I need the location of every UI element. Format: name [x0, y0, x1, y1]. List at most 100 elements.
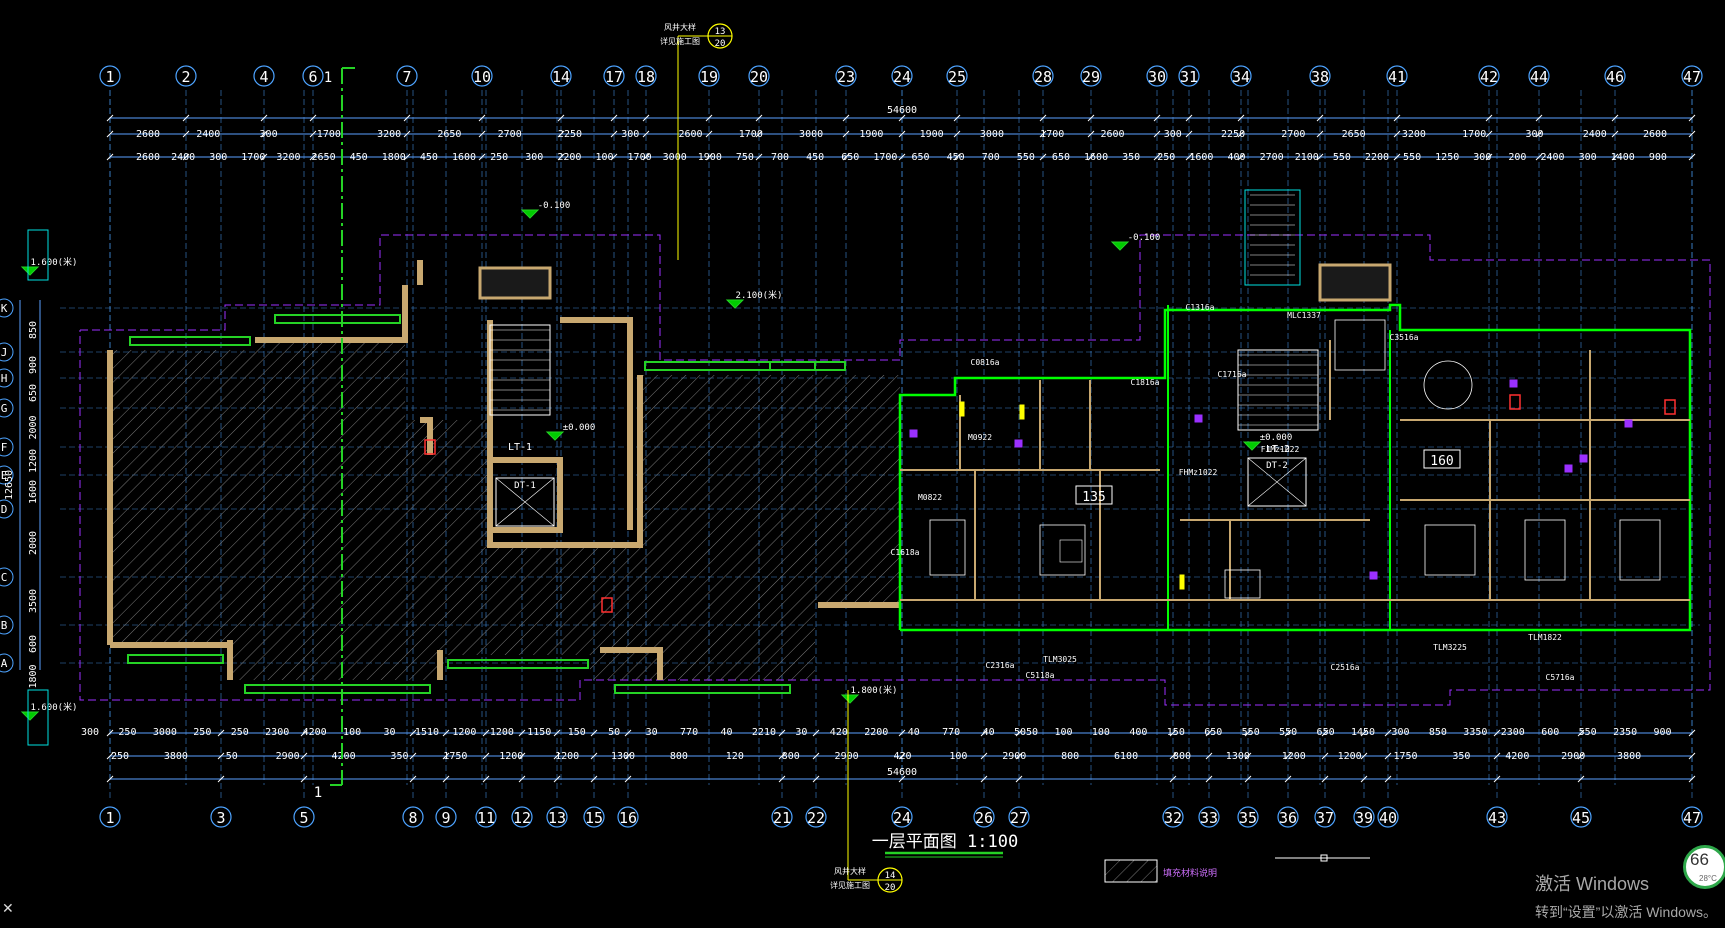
- axis-bubble-bottom-12: [511, 806, 533, 828]
- axis-bubble-bottom-35: [1237, 806, 1259, 828]
- tick-bottom-1-19: [1321, 729, 1329, 737]
- dim-top-row2-30: 1600: [1189, 152, 1213, 163]
- dim-top-row1-15: 1700: [1040, 129, 1064, 140]
- fixture-mark-5: [1564, 464, 1573, 473]
- dim-bottom-row2-10: 800: [670, 751, 688, 762]
- dim-left-4: 1200: [28, 449, 39, 473]
- axis-label-bottom-22: 22: [807, 809, 825, 827]
- axis-label-bottom-12: 12: [513, 809, 531, 827]
- axis-bubble-top-34: [1230, 65, 1252, 87]
- tick-bottom-2-6: [518, 752, 526, 760]
- tick-top-overall-6: [557, 114, 565, 122]
- dim-top-row2-8: 450: [420, 152, 438, 163]
- dim-bottom-row1-2: 3000: [153, 727, 177, 738]
- axis-bubble-bottom-33: [1198, 806, 1220, 828]
- dim-top-row1-18: 2250: [1221, 129, 1245, 140]
- tick-bottom-overall-2: [300, 775, 308, 783]
- dim-top-row1-23: 300: [1525, 129, 1543, 140]
- dim-bottom-row2-27: 3800: [1617, 751, 1641, 762]
- dim-top-row1-11: 3000: [799, 129, 823, 140]
- window-strip-5: [127, 654, 224, 664]
- kitchen-1: [1334, 319, 1386, 371]
- tick-bottom-1-17: [1244, 729, 1252, 737]
- dim-top-row1-6: 2700: [498, 129, 522, 140]
- dim-bottom-row2-19: 800: [1173, 751, 1191, 762]
- tick-bottom-1-23: [1577, 729, 1585, 737]
- tick-top-overall-5: [478, 114, 486, 122]
- axis-label-bottom-40: 40: [1379, 809, 1397, 827]
- tick-bottom-overall-0: [106, 775, 114, 783]
- dim-bottom-row1-23: 770: [942, 727, 960, 738]
- fixture-mark-7: [1624, 419, 1633, 428]
- dim-top-row1-3: 1700: [317, 129, 341, 140]
- axis-label-bottom-1: 1: [105, 809, 114, 827]
- dim-top-row2-14: 1700: [628, 152, 652, 163]
- axis-bubble-bottom-15: [583, 806, 605, 828]
- room-number-135-box: [1075, 485, 1113, 505]
- door-window-label-5: C3516a: [1390, 333, 1419, 342]
- dim-top-row2-2: 300: [209, 152, 227, 163]
- dim-bottom-row1-21: 2200: [864, 727, 888, 738]
- tick-top-2-1: [182, 153, 190, 161]
- axis-label-bottom-8: 8: [408, 809, 417, 827]
- tick-top-1-23: [1611, 130, 1619, 138]
- dim-top-row2-33: 2100: [1295, 152, 1319, 163]
- dim-top-row2-7: 1800: [382, 152, 406, 163]
- axis-label-bottom-16: 16: [619, 809, 637, 827]
- dim-left-7: 3500: [28, 589, 39, 613]
- tick-bottom-2-3: [409, 752, 417, 760]
- dim-bottom-row1-31: 550: [1242, 727, 1260, 738]
- dim-top-row2-1: 2400: [171, 152, 195, 163]
- axis-bubble-top-41: [1386, 65, 1408, 87]
- tick-bottom-2-24: [1688, 752, 1696, 760]
- elevator-dt1: [495, 477, 555, 527]
- dim-top-row1-24: 2400: [1583, 129, 1607, 140]
- door-window-label-7: C2316a: [986, 661, 1015, 670]
- tick-bottom-1-1: [217, 729, 225, 737]
- sofa-1: [1039, 524, 1086, 576]
- dim-bottom-row2-23: 1750: [1393, 751, 1417, 762]
- dim-bottom-row2-9: 1300: [611, 751, 635, 762]
- tick-top-1-16: [1153, 130, 1161, 138]
- tick-top-2-4: [403, 153, 411, 161]
- tick-bottom-1-5: [482, 729, 490, 737]
- callout-top-num: 13: [715, 27, 726, 37]
- axis-label-left-E: E: [1, 469, 8, 482]
- dim-top-row1-25: 2600: [1643, 129, 1667, 140]
- elevation-label-3: ±0.000: [1260, 433, 1293, 443]
- tick-top-2-6: [557, 153, 565, 161]
- dim-overall-top-value: 54600: [887, 105, 917, 116]
- dim-bottom-row2-20: 1300: [1226, 751, 1250, 762]
- dim-top-row2-29: 250: [1157, 152, 1175, 163]
- dim-top-row1-13: 1900: [920, 129, 944, 140]
- dim-bottom-row2-16: 2900: [1002, 751, 1026, 762]
- tick-bottom-2-8: [590, 752, 598, 760]
- dim-top-row2-31: 400: [1227, 152, 1245, 163]
- door-window-label-4: C1716a: [1218, 370, 1247, 379]
- eaves-outline: [79, 234, 1711, 706]
- dim-bottom-row2-2: 50: [226, 751, 238, 762]
- dim-left-2: 650: [28, 384, 39, 402]
- tick-bottom-overall-17: [1244, 775, 1252, 783]
- dim-top-row1-10: 1700: [739, 129, 763, 140]
- door-window-label-3: C1816a: [1131, 378, 1160, 387]
- tick-top-overall-19: [1316, 114, 1324, 122]
- dim-top-row2-42: 1400: [1611, 152, 1635, 163]
- tick-bottom-2-5: [482, 752, 490, 760]
- dim-bottom-row2-7: 1200: [499, 751, 523, 762]
- performance-gauge[interactable]: 66 28°C: [1683, 845, 1725, 889]
- elevator-dt2: [1247, 457, 1307, 507]
- axis-label-top-10: 10: [473, 68, 491, 86]
- hydrant-mark-3: [1509, 394, 1521, 410]
- tick-bottom-2-12: [898, 752, 906, 760]
- axis-label-bottom-35: 35: [1239, 809, 1257, 827]
- dim-bottom-row1-18: 2210: [752, 727, 776, 738]
- dim-bottom-row2-0: 250: [111, 751, 129, 762]
- tick-bottom-1-2: [300, 729, 308, 737]
- dim-top-row1-2: 300: [260, 129, 278, 140]
- elevation-marker-4: [725, 299, 745, 309]
- room-number-160-box: [1423, 449, 1461, 469]
- axis-bubble-bottom-3: [210, 806, 232, 828]
